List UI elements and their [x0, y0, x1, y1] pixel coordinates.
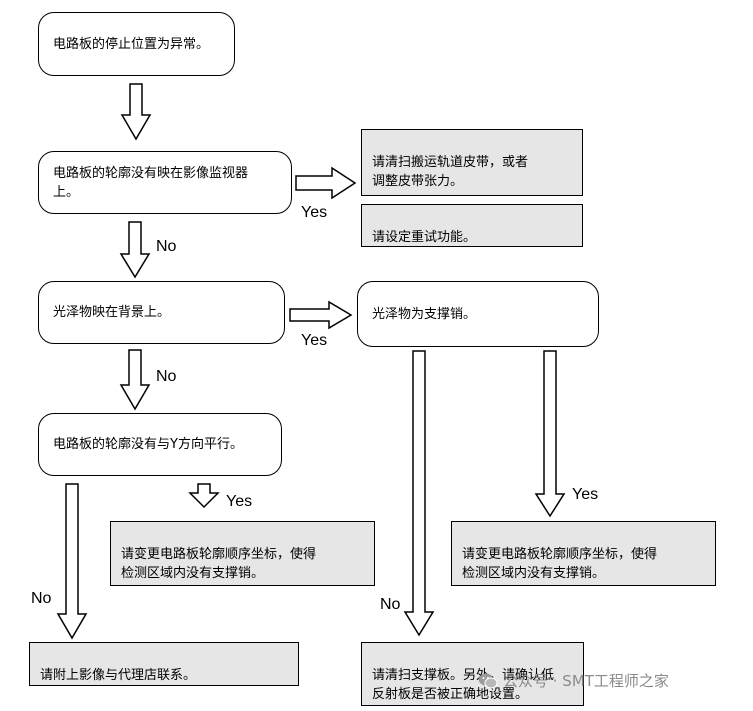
- decision-gloss-in-background-text: 光泽物映在背景上。: [53, 305, 171, 320]
- arrow-d1-to-d2: [120, 83, 152, 141]
- decision-gloss-is-support-pin-text: 光泽物为支撑销。: [372, 306, 477, 322]
- arrow-d3-to-d4: [289, 300, 353, 330]
- action-contact-agent: 请附上影像与代理店联系。: [29, 642, 299, 686]
- label-no-d3: No: [156, 368, 177, 385]
- action-set-retry-text: 请设定重试功能。: [372, 230, 477, 245]
- action-change-coords-left: 请变更电路板轮廓顺序坐标，使得 检测区域内没有支撑销。: [110, 521, 375, 586]
- action-clean-support-plate-text: 请清扫支撑板。另外，请确认低 反射板是否被正确地设置。: [372, 668, 555, 702]
- action-change-coords-left-text: 请变更电路板轮廓顺序坐标，使得 检测区域内没有支撑销。: [121, 547, 317, 581]
- decision-outline-not-shown-text: 电路板的轮廓没有映在影像监视器 上。: [53, 165, 249, 200]
- decision-stop-position-text: 电路板的停止位置为异常。: [53, 36, 210, 52]
- decision-stop-position: 电路板的停止位置为异常。: [38, 12, 235, 76]
- arrow-d2-to-a1: [295, 166, 357, 200]
- decision-gloss-is-support-pin: 光泽物为支撑销。: [357, 281, 599, 347]
- decision-outline-not-parallel-text: 电路板的轮廓没有与Y方向平行。: [53, 437, 243, 452]
- watermark-text: 公众号 · SMT工程师之家: [503, 672, 669, 690]
- action-change-coords-right: 请变更电路板轮廓顺序坐标，使得 检测区域内没有支撑销。: [451, 521, 716, 586]
- label-no-d4: No: [380, 596, 401, 613]
- decision-gloss-in-background: 光泽物映在背景上。: [38, 281, 285, 344]
- arrow-d4-to-a6: [403, 350, 435, 637]
- label-yes-d4: Yes: [572, 486, 599, 503]
- action-contact-agent-text: 请附上影像与代理店联系。: [40, 668, 197, 683]
- label-yes-d2: Yes: [301, 204, 328, 221]
- action-clean-support-plate: 请清扫支撑板。另外，请确认低 反射板是否被正确地设置。: [361, 642, 584, 706]
- arrow-d3-to-d5: [119, 349, 151, 411]
- arrow-d5-to-a5: [56, 483, 88, 640]
- decision-outline-not-shown: 电路板的轮廓没有映在影像监视器 上。: [38, 151, 292, 214]
- arrow-d5-to-a3: [188, 483, 220, 509]
- action-change-coords-right-text: 请变更电路板轮廓顺序坐标，使得 检测区域内没有支撑销。: [462, 547, 658, 581]
- action-clean-belt-text: 请清扫搬运轨道皮带，或者 调整皮带张力。: [372, 155, 529, 189]
- label-yes-d5: Yes: [226, 493, 253, 510]
- decision-outline-not-parallel: 电路板的轮廓没有与Y方向平行。: [38, 413, 282, 476]
- arrow-d4-to-a4: [534, 350, 566, 518]
- label-yes-d3: Yes: [301, 332, 328, 349]
- action-set-retry: 请设定重试功能。: [361, 204, 583, 247]
- arrow-d2-to-d3: [119, 221, 151, 279]
- label-no-d2: No: [156, 238, 177, 255]
- wechat-icon: [478, 673, 498, 689]
- action-clean-belt: 请清扫搬运轨道皮带，或者 调整皮带张力。: [361, 129, 583, 196]
- label-no-d5: No: [31, 590, 52, 607]
